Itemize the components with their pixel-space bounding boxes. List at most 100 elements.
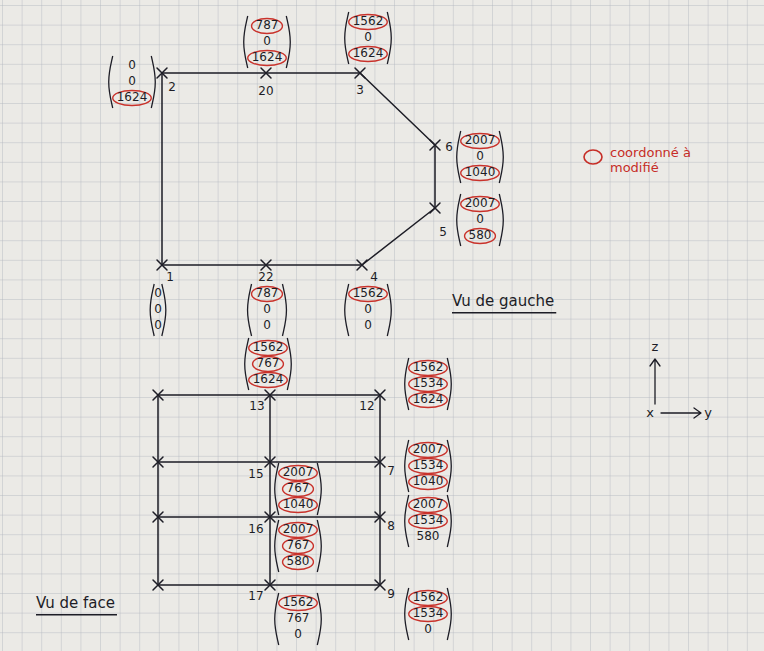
modify-circle [279,596,318,611]
vector-brackets [275,463,322,515]
coordinate-value: 0 [154,303,162,317]
coordinate-value: 0 [263,319,271,333]
coordinate-value: 0 [154,287,162,301]
point-number: 17 [248,590,263,604]
title-underline [452,312,556,314]
vector-brackets [457,194,504,246]
point-number: 4 [370,271,378,285]
vector-brackets [275,520,322,572]
modify-circle [279,523,318,538]
vector-brackets [245,338,292,390]
modify-circle [461,197,500,212]
legend-circle [584,150,602,164]
vector-brackets [345,12,392,64]
point-number: 1 [166,271,174,285]
point-number: 15 [248,468,263,482]
coordinate-value: 767 [287,539,310,553]
coordinate-value: 1562 [353,15,384,29]
vector-brackets [275,593,322,645]
modify-circle [283,539,314,554]
modify-circle [409,459,448,474]
modify-circle [461,166,500,181]
vector-brackets [405,495,452,547]
vector-brackets [244,16,291,68]
modify-circle [249,373,288,388]
modify-circle [465,229,496,244]
modify-circle [252,19,283,34]
modify-circle [349,287,388,302]
view-title: Vu de face [36,595,115,612]
coordinate-value: 1624 [117,91,148,105]
coordinate-value: 787 [256,19,279,33]
coordinate-value: 1562 [413,591,444,605]
point-number: 3 [356,84,364,98]
coordinate-value: 2007 [465,134,496,148]
modify-circle [409,393,448,408]
modify-circle [409,498,448,513]
modify-circle [279,498,318,513]
point-number: 12 [359,400,374,414]
coordinate-value: 1534 [413,377,444,391]
point-number: 8 [387,520,395,534]
coordinate-value: 787 [256,287,279,301]
axis-label: z [652,340,659,355]
modify-circle [461,134,500,149]
coordinate-value: 1534 [413,607,444,621]
modify-circle [409,514,448,529]
coordinate-value: 1562 [413,361,444,375]
modify-circle [409,377,448,392]
coordinate-value: 0 [364,303,372,317]
modify-circle [253,357,284,372]
modify-circle [409,475,448,490]
coordinate-value: 1624 [353,47,384,61]
coordinate-value: 1040 [413,475,444,489]
coordinate-value: 0 [154,319,162,333]
coordinate-value: 0 [364,319,372,333]
modify-circle [349,15,388,30]
coordinate-value: 0 [294,628,302,642]
modify-circle [113,91,152,106]
modify-circle [249,341,288,356]
coordinate-value: 1624 [253,373,284,387]
vector-brackets [345,284,392,336]
coordinate-value: 1040 [465,166,496,180]
coordinate-value: 2007 [465,197,496,211]
modify-circle [283,482,314,497]
modify-circle [252,287,283,302]
vector-brackets [109,56,156,108]
point-number: 9 [387,588,395,602]
coordinate-value: 580 [469,229,492,243]
coordinate-value: 1562 [253,341,284,355]
vector-brackets [248,284,287,336]
coordinate-value: 0 [263,35,271,49]
modify-circle [283,555,314,570]
coordinate-value: 2007 [413,443,444,457]
point-number: 13 [249,400,264,414]
point-number: 20 [258,85,273,99]
modify-circle [248,51,287,66]
coordinate-value: 0 [128,59,136,73]
vector-brackets [405,358,452,410]
note: coordonné à modifié [610,146,702,176]
front-view-points [153,390,385,590]
modify-circle [349,47,388,62]
coordinate-value: 1562 [353,287,384,301]
point-number: 7 [387,465,395,479]
coordinate-value: 2007 [283,466,314,480]
coordinate-value: 2007 [413,498,444,512]
title-underline [36,614,117,616]
coordinate-value: 0 [263,303,271,317]
axis-label: y [704,406,712,421]
coordinate-value: 0 [364,31,372,45]
coordinate-value: 767 [287,482,310,496]
vector-brackets [405,588,452,640]
modify-circle [409,591,448,606]
coordinate-value: 0 [476,150,484,164]
axis-arrows [650,359,701,418]
coordinate-value: 0 [424,623,432,637]
coordinate-value: 1624 [252,51,283,65]
modify-circle [279,466,318,481]
